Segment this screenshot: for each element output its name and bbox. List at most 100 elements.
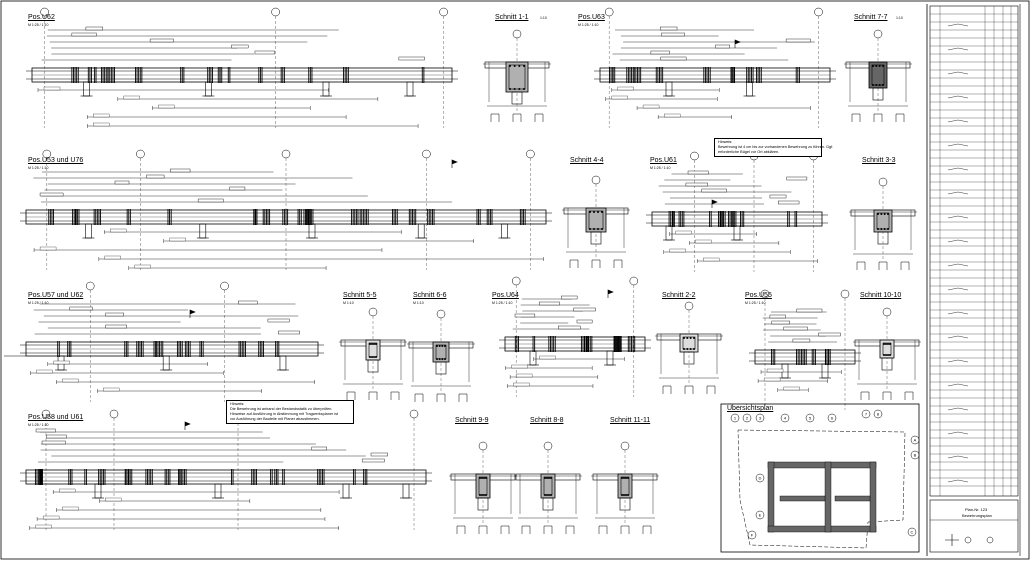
- bar-shape: [478, 525, 488, 534]
- dimension-label-box: [617, 86, 634, 91]
- column: [501, 223, 508, 239]
- title-schnitt-7-7: Schnitt 7-7: [854, 14, 888, 21]
- title-schnitt-3-3: Schnitt 3-3: [862, 157, 896, 164]
- rebar-dot: [689, 348, 692, 350]
- rebar-label-box: [715, 44, 730, 49]
- axis-marker: [109, 409, 119, 419]
- rebar-label-box: [114, 180, 130, 185]
- rebar-dot: [479, 477, 481, 479]
- title-pos-u61: Pos.U61: [650, 157, 677, 164]
- bar-shape: [642, 525, 652, 534]
- bar-shape: [346, 391, 356, 400]
- overview-axis-marker: [805, 413, 815, 423]
- bar-shape: [534, 113, 544, 122]
- column: [322, 81, 330, 97]
- dimension-label-box: [675, 230, 692, 235]
- bar-shape: [900, 261, 910, 270]
- axis-marker: [409, 409, 419, 419]
- dimension-label-box: [53, 360, 70, 365]
- dimension-label-box: [36, 369, 53, 374]
- rebar-dot: [373, 343, 375, 345]
- rebar-dot: [369, 343, 371, 345]
- note-right-line-1: Bewehrung ist 4 cm bis zur vorhandenen B…: [718, 145, 834, 149]
- title-schnitt-4-4-a: Schnitt 4-4: [570, 157, 604, 164]
- overview-axis-label: A: [914, 438, 917, 443]
- axis-marker: [478, 441, 488, 451]
- title-pos-u53-u76: Pos.U53 und U76: [28, 157, 84, 164]
- north-arrow-icon: [945, 534, 959, 546]
- axis-marker: [136, 149, 145, 159]
- note-left-line-3: vor Ausführung der Bauteile mit Planer a…: [230, 417, 320, 421]
- bar-shape: [851, 113, 861, 122]
- rebar-label-box: [661, 32, 685, 37]
- note-left-line-1: Die Bewehrung ist anhand der Bestandssta…: [230, 407, 333, 411]
- overview-axis-label: 1: [734, 416, 737, 421]
- bar-shape: [706, 385, 716, 394]
- rebar-dot: [889, 343, 891, 345]
- rebar-label-box: [561, 295, 578, 300]
- note-right-line-2: erforderliche Bügel vor Ort abklären.: [718, 150, 780, 154]
- rebar-dot: [441, 345, 444, 347]
- bar-shape: [436, 393, 446, 402]
- title-schnitt-11-11: Schnitt 11-11: [610, 417, 651, 424]
- dimension-label-box: [42, 515, 60, 520]
- overview-frame: [720, 403, 920, 553]
- rebar-dot: [883, 343, 885, 345]
- axis-marker: [439, 7, 448, 17]
- axis-marker: [85, 281, 95, 291]
- rebar-label-box: [46, 434, 67, 439]
- rebar-dot: [880, 228, 883, 230]
- overview-axis-label: 2: [746, 416, 749, 421]
- rebar-label-box: [229, 186, 246, 191]
- beam-section: [540, 473, 556, 499]
- bar-shape-sketch: [947, 239, 969, 243]
- rebar-label-box: [311, 446, 327, 451]
- dimension-label-box: [763, 377, 781, 382]
- title-schnitt-6-6: Schnitt 6-6: [413, 292, 447, 299]
- rebar-label-box: [69, 306, 93, 311]
- rebar-dot: [375, 356, 377, 358]
- overview-outline: [737, 429, 906, 549]
- subtitle-schnitt-5-5: M 1:10: [343, 301, 354, 305]
- rebar-label-box: [71, 32, 97, 37]
- column: [85, 223, 92, 239]
- axis-marker: [281, 149, 291, 159]
- title-schnitt-8-8: Schnitt 8-8: [530, 417, 564, 424]
- bar-shape: [591, 259, 601, 268]
- rebar-dot: [683, 348, 685, 350]
- rebar-dot: [481, 477, 483, 479]
- rebar-label-box: [701, 188, 727, 193]
- rebar-dot: [882, 84, 884, 86]
- section-cut-arrow: [734, 39, 741, 48]
- column-section: [683, 351, 695, 365]
- bar-shape: [458, 393, 468, 402]
- rebar-dot: [438, 358, 441, 360]
- rebar-dot: [878, 65, 881, 67]
- rebar-dot: [436, 358, 438, 360]
- title-schnitt-5-5: Schnitt 5-5: [343, 292, 377, 299]
- dimension-label-box: [62, 506, 79, 511]
- rebar-dot: [548, 494, 550, 496]
- bar-shape: [878, 261, 888, 270]
- overview-axis-label: 6: [831, 416, 834, 421]
- column: [162, 355, 170, 371]
- rebar-label-box: [361, 458, 385, 463]
- rebar-dot: [887, 354, 889, 356]
- section-cut-arrow: [451, 159, 458, 168]
- rebar-dot: [523, 65, 525, 67]
- rebar-dot: [589, 228, 591, 230]
- bar-shape-sketch: [947, 455, 969, 459]
- scale-schnitt-1-1: 1:10: [540, 16, 547, 20]
- rebar-label-box: [785, 38, 811, 43]
- parts-list-table: [929, 5, 1019, 497]
- axis-marker: [620, 441, 630, 451]
- north-arrow-circle: [964, 536, 972, 544]
- title-block-line-1: Plan-Nr. 123: [965, 507, 988, 512]
- rebar-label-box: [267, 318, 290, 323]
- column: [406, 81, 414, 97]
- rebar-label-box: [514, 313, 536, 318]
- bar-shape-sketch: [947, 263, 969, 267]
- rebar-label-box: [576, 319, 593, 324]
- column: [279, 355, 287, 371]
